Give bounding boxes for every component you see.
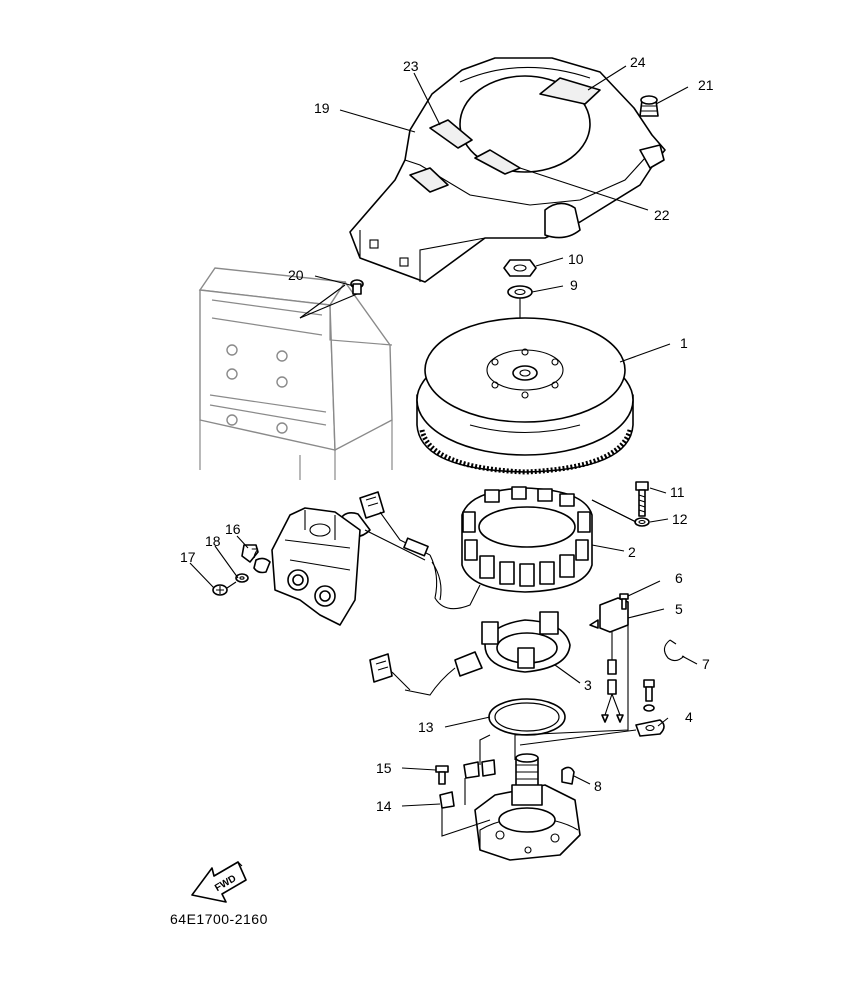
callout-24: 24 bbox=[630, 54, 646, 70]
callout-1: 1 bbox=[680, 335, 688, 351]
clip-7b bbox=[663, 639, 685, 662]
grommet-21 bbox=[639, 95, 659, 117]
bracket-14 bbox=[439, 791, 491, 837]
callout-10: 10 bbox=[568, 251, 584, 267]
callout-19: 19 bbox=[314, 100, 330, 116]
nut-10 bbox=[503, 259, 537, 277]
washer-18 bbox=[235, 573, 249, 583]
flywheel-1 bbox=[416, 317, 634, 475]
screw-17 bbox=[212, 581, 237, 596]
clamp-16 bbox=[241, 544, 259, 563]
stator-wire-harness bbox=[339, 491, 481, 610]
callout-20: 20 bbox=[288, 267, 304, 283]
callout-12: 12 bbox=[672, 511, 688, 527]
clamp-4 bbox=[635, 719, 665, 737]
callout-2: 2 bbox=[628, 544, 636, 560]
callout-leaders bbox=[189, 65, 698, 807]
callout-11: 11 bbox=[670, 484, 685, 500]
callout-22: 22 bbox=[654, 207, 670, 223]
callout-9: 9 bbox=[570, 277, 578, 293]
mounting-base bbox=[474, 784, 581, 861]
stator-coils bbox=[462, 486, 591, 587]
callout-21: 21 bbox=[698, 77, 714, 93]
cdi-unit-5 bbox=[589, 597, 629, 723]
snap-ring-13 bbox=[488, 698, 566, 736]
crank-shaft-stub bbox=[511, 753, 543, 806]
callout-15: 15 bbox=[376, 760, 392, 776]
ignition-bracket bbox=[271, 507, 361, 626]
forward-direction-arrow: FWD bbox=[191, 861, 247, 903]
callout-7a: 7 bbox=[251, 545, 259, 561]
callout-4: 4 bbox=[685, 709, 693, 725]
engine-block-outline bbox=[198, 267, 393, 480]
flywheel-cover bbox=[349, 57, 666, 283]
bolt-11 bbox=[635, 481, 649, 517]
cover-center-opening bbox=[459, 75, 591, 173]
callout-14: 14 bbox=[376, 798, 392, 814]
clip-near-shaft bbox=[463, 759, 496, 779]
decal-24 bbox=[539, 77, 601, 105]
nut-7a bbox=[253, 557, 271, 574]
callout-17: 17 bbox=[180, 549, 196, 565]
callout-23: 23 bbox=[403, 58, 419, 74]
pulser-coil-3 bbox=[369, 611, 571, 696]
washer-9 bbox=[507, 285, 533, 299]
callout-8: 8 bbox=[594, 778, 602, 794]
decal-23 bbox=[429, 119, 473, 149]
callout-6: 6 bbox=[675, 570, 683, 586]
callout-numbers: 1 2 3 4 5 6 7 7 8 9 10 11 12 13 14 15 16… bbox=[180, 54, 714, 814]
bolt-4 bbox=[643, 679, 655, 712]
callout-13: 13 bbox=[418, 719, 434, 735]
screw-15 bbox=[435, 765, 449, 785]
washer-12 bbox=[634, 517, 650, 527]
key-8 bbox=[561, 766, 575, 785]
assembly-guide-lines bbox=[299, 284, 637, 805]
callout-7b: 7 bbox=[702, 656, 710, 672]
callout-16: 16 bbox=[225, 521, 241, 537]
screw-6 bbox=[619, 593, 629, 610]
callout-3: 3 bbox=[584, 677, 592, 693]
stator-2 bbox=[461, 486, 593, 593]
callout-18: 18 bbox=[205, 533, 221, 549]
callout-5: 5 bbox=[675, 601, 683, 617]
diagram-code: 64E1700-2160 bbox=[170, 911, 268, 927]
